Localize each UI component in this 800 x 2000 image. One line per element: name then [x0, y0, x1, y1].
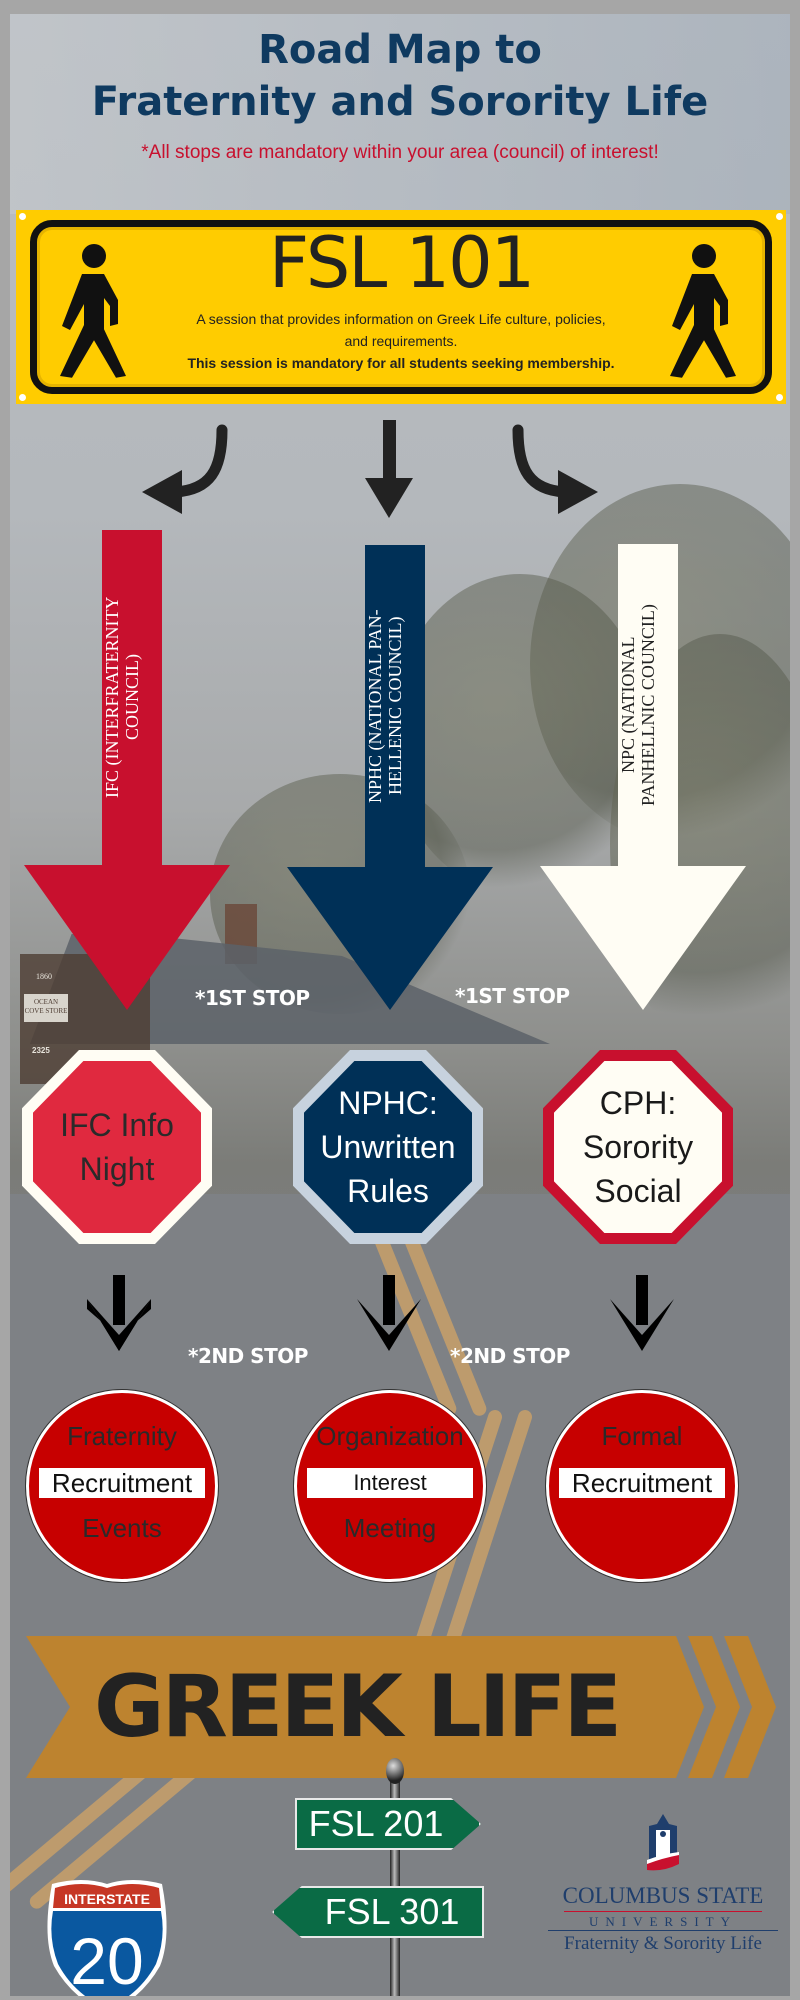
- curved-arrow-right-icon: [512, 424, 598, 514]
- fsl301-sign: FSL 301: [272, 1886, 484, 1938]
- second-stop-label: *2ND STOP: [450, 1344, 570, 1368]
- sign-pole: [390, 1766, 400, 1996]
- chevron-icon: [688, 1636, 740, 1778]
- house-year-sign: 1860: [36, 972, 52, 981]
- bolt-icon: [19, 394, 26, 401]
- pedestrian-icon: [670, 244, 736, 378]
- second-stop-top-text: Fraternity: [67, 1421, 177, 1451]
- second-stop-bar-text: Recruitment: [39, 1468, 205, 1498]
- greek-life-ribbon: [26, 1636, 704, 1778]
- arrow-down-icon: [287, 545, 493, 1010]
- bolt-icon: [776, 213, 783, 220]
- subtitle: *All stops are mandatory within your are…: [141, 142, 659, 163]
- arrow-down-icon: [87, 1275, 151, 1351]
- greek-life-title: GREEK LIFE: [94, 1657, 622, 1757]
- council-label-ifc: IFC (INTERFRATERNITY COUNCIL): [102, 596, 142, 799]
- sign-frame: [30, 220, 772, 394]
- direction-arrows: [142, 420, 598, 518]
- arrow-down-icon: [540, 544, 746, 1010]
- second-stop-bar-text: Interest: [307, 1468, 473, 1498]
- first-stop-label: *1ST STOP: [195, 986, 310, 1010]
- title-line-2: Fraternity and Sorority Life: [91, 79, 709, 125]
- bolt-icon: [776, 394, 783, 401]
- council-banner-npc: NPC (NATIONAL PANHELLNIC COUNCIL): [538, 544, 748, 1034]
- first-stop-label-ifc: IFC Info Night: [33, 1061, 201, 1233]
- infographic-poster: 1860 OCEAN COVE STORE 2325 Road Map to F…: [10, 14, 790, 1996]
- greek-life-banner: [26, 1636, 776, 1778]
- interstate-number: 20: [70, 1924, 143, 1996]
- university-logo: COLUMBUS STATE UNIVERSITY Fraternity & S…: [548, 1814, 778, 1955]
- fsl101-description: A session that provides information on G…: [186, 308, 616, 374]
- second-stop-top-text: Formal: [601, 1421, 683, 1451]
- fsl101-mandatory-note: This session is mandatory for all studen…: [187, 355, 615, 371]
- first-stop-label-cph: CPH: Sorority Social: [554, 1061, 722, 1233]
- council-label-npc: NPC (NATIONAL PANHELLNIC COUNCIL): [618, 604, 658, 806]
- second-stop-label: *2ND STOP: [188, 1344, 308, 1368]
- university-name: COLUMBUS STATE: [562, 1883, 764, 1908]
- second-stop-sign-npc: Formal Recruitment: [546, 1390, 738, 1582]
- clock-tower-icon: [647, 1814, 679, 1871]
- fsl101-title: FSL 101: [268, 222, 535, 304]
- fsl201-label: FSL 201: [308, 1803, 444, 1844]
- interstate-label: INTERSTATE: [64, 1891, 150, 1907]
- council-banner-nphc: NPHC (NATIONAL PAN- HELLENIC COUNCIL): [285, 545, 495, 1035]
- second-stop-top-text: Organization: [316, 1421, 464, 1451]
- title-line-1: Road Map to: [258, 27, 542, 73]
- curved-arrow-left-icon: [142, 424, 228, 514]
- fsl101-sign: FSL 101 A session that provides informat…: [16, 210, 786, 404]
- arrow-down-icon: [357, 1275, 421, 1351]
- second-stop-bottom-text: Meeting: [343, 1513, 437, 1543]
- bolt-icon: [19, 213, 26, 220]
- arrow-down-icon: [610, 1275, 674, 1351]
- second-stop-sign-ifc: Fraternity Recruitment Events: [26, 1390, 218, 1582]
- pole-cap: [386, 1758, 404, 1784]
- department-name: Fraternity & Sorority Life: [548, 1930, 778, 1955]
- first-stop-label-nphc: NPHC: Unwritten Rules: [304, 1061, 472, 1233]
- first-stop-sign-cph: CPH: Sorority Social: [543, 1050, 733, 1244]
- arrow-down-icon: [365, 420, 413, 518]
- first-stop-sign-nphc: NPHC: Unwritten Rules: [293, 1050, 483, 1244]
- second-stop-sign-nphc: Organization Interest Meeting: [294, 1390, 486, 1582]
- chevron-icon: [724, 1636, 776, 1778]
- university-word: UNIVERSITY: [564, 1911, 762, 1930]
- pedestrian-icon: [60, 244, 126, 378]
- store-sign: OCEAN COVE STORE: [24, 994, 68, 1022]
- second-stop-bar-text: Recruitment: [559, 1468, 725, 1498]
- arrow-down-icon: [24, 530, 230, 1010]
- council-label-nphc: NPHC (NATIONAL PAN- HELLENIC COUNCIL): [365, 609, 405, 803]
- first-stop-label: *1ST STOP: [455, 984, 570, 1008]
- fsl101-description-text: A session that provides information on G…: [196, 311, 606, 349]
- fsl301-label: FSL 301: [324, 1891, 460, 1932]
- second-stop-bottom-text: Events: [82, 1513, 162, 1543]
- council-banner-ifc: IFC (INTERFRATERNITY COUNCIL): [22, 530, 232, 1020]
- address-number: 2325: [32, 1046, 50, 1055]
- fsl201-sign: FSL 201: [295, 1798, 481, 1850]
- interstate-shield-icon: INTERSTATE 20: [47, 1880, 167, 1996]
- first-stop-sign-ifc: IFC Info Night: [22, 1050, 212, 1244]
